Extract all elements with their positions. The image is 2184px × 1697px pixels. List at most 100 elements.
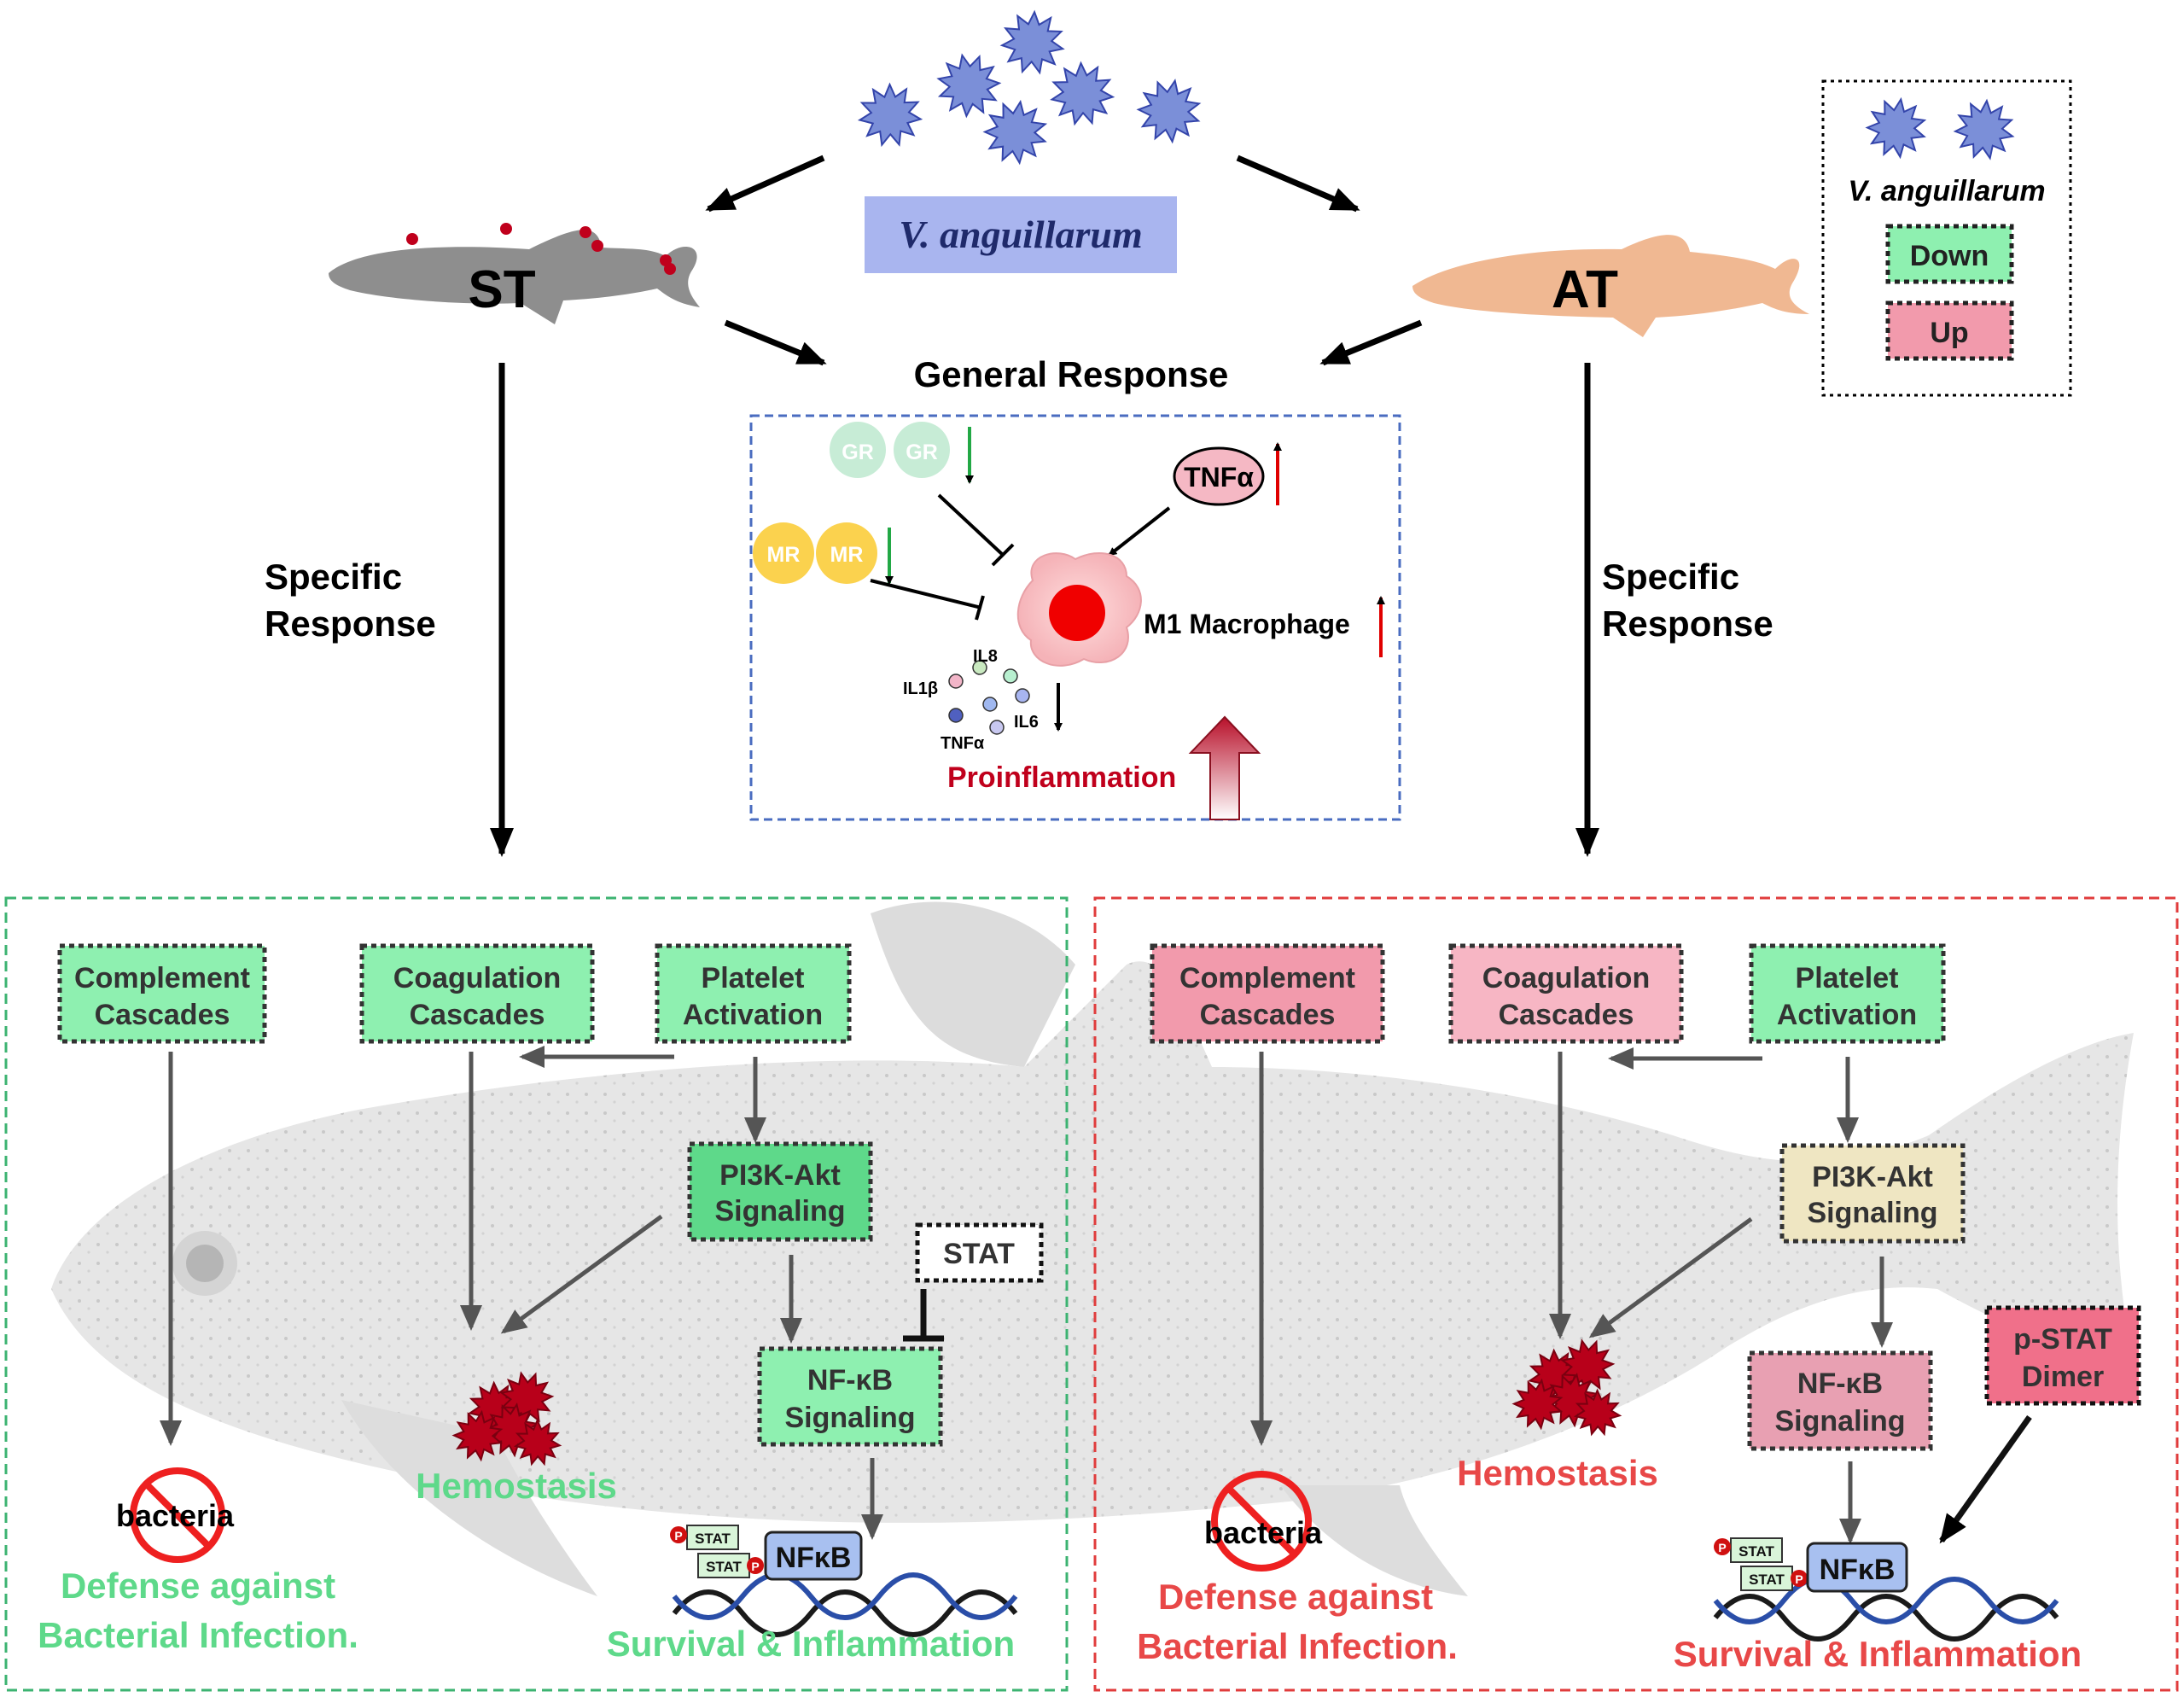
- at-pstat-arrow: [1939, 1414, 2032, 1544]
- at-pathway-arrows: [1250, 1047, 1893, 1544]
- at-complement-line2: Cascades: [1200, 999, 1336, 1031]
- at-dna-complex: [1713, 1537, 2059, 1642]
- legend-down-label: Down: [1910, 240, 1989, 272]
- st-dna-p-1: P: [674, 1529, 682, 1542]
- at-nfkb-line1: NF-κB: [1797, 1368, 1883, 1400]
- pathogen-star-1: [999, 9, 1065, 75]
- at-dna-p-1: P: [1718, 1541, 1726, 1554]
- at-coagulation-box: [1448, 943, 1684, 1044]
- pathogen-star-5: [982, 99, 1048, 166]
- st-nfkb-line2: Signaling: [785, 1402, 916, 1434]
- at-dna-nfkb: NFκB: [1820, 1554, 1896, 1586]
- st-dna-p-2: P: [751, 1560, 759, 1573]
- at-pstat-line2: Dimer: [2022, 1361, 2104, 1393]
- at-survival-label: Survival & Inflammation: [1674, 1634, 2082, 1674]
- at-coagulation-line1: Coagulation: [1482, 962, 1650, 994]
- st-pi3k-box: [687, 1141, 873, 1242]
- st-complement-line1: Complement: [74, 962, 250, 994]
- mr-label-1: MR: [767, 543, 801, 567]
- pathogen-star-4: [857, 82, 923, 148]
- at-pi3k-box: [1779, 1143, 1966, 1244]
- st-specific-response-line1: Specific: [265, 557, 402, 597]
- at-dna-stat-2: STAT: [1749, 1572, 1785, 1588]
- proinflammation-big-arrow: [1188, 715, 1261, 820]
- m1-macrophage: [1016, 551, 1142, 667]
- at-complement-line1: Complement: [1179, 962, 1355, 994]
- legend-pathogen-label: V. anguillarum: [1848, 175, 2045, 207]
- at-dna-stat-1: STAT: [1738, 1543, 1774, 1560]
- tnf-oval-label: TNFα: [1184, 462, 1254, 493]
- legend-up-swatch: [1885, 300, 2014, 361]
- gr-label-2: GR: [906, 440, 938, 464]
- st-platelet-box: [655, 943, 852, 1044]
- at-pstat-box: [1984, 1305, 2141, 1406]
- st-stat-inhibition: [903, 1289, 944, 1342]
- tnf-to-macrophage-arrow: [1108, 506, 1171, 557]
- legend-up-label: Up: [1930, 317, 1968, 349]
- at-platelet-line1: Platelet: [1796, 962, 1899, 994]
- cytokine-dots: [948, 660, 1030, 735]
- inhibition-lines: [870, 493, 1015, 621]
- st-platelet-line2: Activation: [683, 999, 823, 1031]
- at-complement-box: [1150, 943, 1385, 1044]
- st-complement-box: [57, 943, 267, 1044]
- at-defense-line2: Bacterial Infection.: [1137, 1626, 1458, 1666]
- st-stat-label: STAT: [943, 1238, 1015, 1270]
- st-specific-response-line2: Response: [265, 604, 436, 644]
- pathogen-star-6: [1136, 79, 1202, 144]
- at-specific-response-line1: Specific: [1602, 557, 1739, 597]
- st-hemostasis-star-5: [513, 1418, 562, 1467]
- at-specific-response-line2: Response: [1602, 604, 1773, 644]
- at-nfkb-box: [1747, 1350, 1933, 1451]
- at-hemostasis-label: Hemostasis: [1457, 1453, 1658, 1493]
- st-nfkb-line1: NF-κB: [807, 1364, 893, 1397]
- at-platelet-line2: Activation: [1777, 999, 1917, 1031]
- tnf-oval: [1173, 446, 1265, 506]
- at-platelet-box: [1749, 943, 1946, 1044]
- at-hemostasis-icon: [1511, 1338, 1622, 1437]
- st-dna-stat-2: STAT: [706, 1559, 742, 1575]
- st-pathway-arrows: [160, 1046, 883, 1540]
- background-trout-image: [51, 901, 2134, 1596]
- proinflammation-label: Proinflammation: [947, 761, 1176, 794]
- at-panel: Complement Cascades Coagulation Cascades…: [1137, 943, 2141, 1674]
- st-defense-line1: Defense against: [61, 1566, 335, 1606]
- st-no-bacteria-icon: [130, 1467, 225, 1563]
- pathogen-star-3: [1050, 61, 1115, 126]
- st-coagulation-line2: Cascades: [410, 999, 545, 1031]
- st-hemostasis-star-4: [451, 1409, 504, 1462]
- st-panel-outline: [4, 896, 1069, 1692]
- mr-dimer: [753, 522, 877, 584]
- at-label: AT: [1552, 260, 1618, 319]
- st-complement-line2: Cascades: [95, 999, 230, 1031]
- legend-pathogen-icons: [1865, 96, 2015, 160]
- general-response-title: General Response: [914, 354, 1229, 394]
- pathogen-star-2: [936, 53, 1002, 119]
- at-no-bacteria-icon: [1211, 1471, 1312, 1572]
- at-pi3k-line2: Signaling: [1808, 1197, 1938, 1229]
- st-fish: [329, 223, 700, 324]
- at-defense-line1: Defense against: [1158, 1577, 1433, 1617]
- at-pi3k-line1: PI3K-Akt: [1812, 1161, 1933, 1193]
- il1b-label: IL1β: [903, 679, 938, 698]
- st-dna-nfkb: NFκB: [776, 1542, 852, 1574]
- at-panel-outline: [1093, 896, 2179, 1692]
- st-panel: Complement Cascades Coagulation Cascades…: [38, 943, 1044, 1664]
- pathogen-cluster: [857, 9, 1202, 166]
- top-arrows: [490, 155, 1599, 857]
- st-pi3k-line1: PI3K-Akt: [719, 1159, 841, 1192]
- at-coagulation-line2: Cascades: [1499, 999, 1634, 1031]
- gr-label-1: GR: [842, 440, 874, 464]
- il8-label: IL8: [973, 647, 998, 666]
- pathogen-label-box: [865, 196, 1177, 273]
- st-dna-stat-1: STAT: [695, 1531, 731, 1547]
- il6-label: IL6: [1014, 713, 1039, 732]
- st-pi3k-line2: Signaling: [715, 1195, 846, 1228]
- st-label: ST: [468, 260, 535, 319]
- mr-label-2: MR: [830, 543, 864, 567]
- st-bacteria-label: bacteria: [116, 1498, 235, 1533]
- st-stat-box: [915, 1222, 1044, 1283]
- st-nfkb-box: [757, 1346, 943, 1447]
- at-hemostasis-star-5: [1573, 1388, 1622, 1437]
